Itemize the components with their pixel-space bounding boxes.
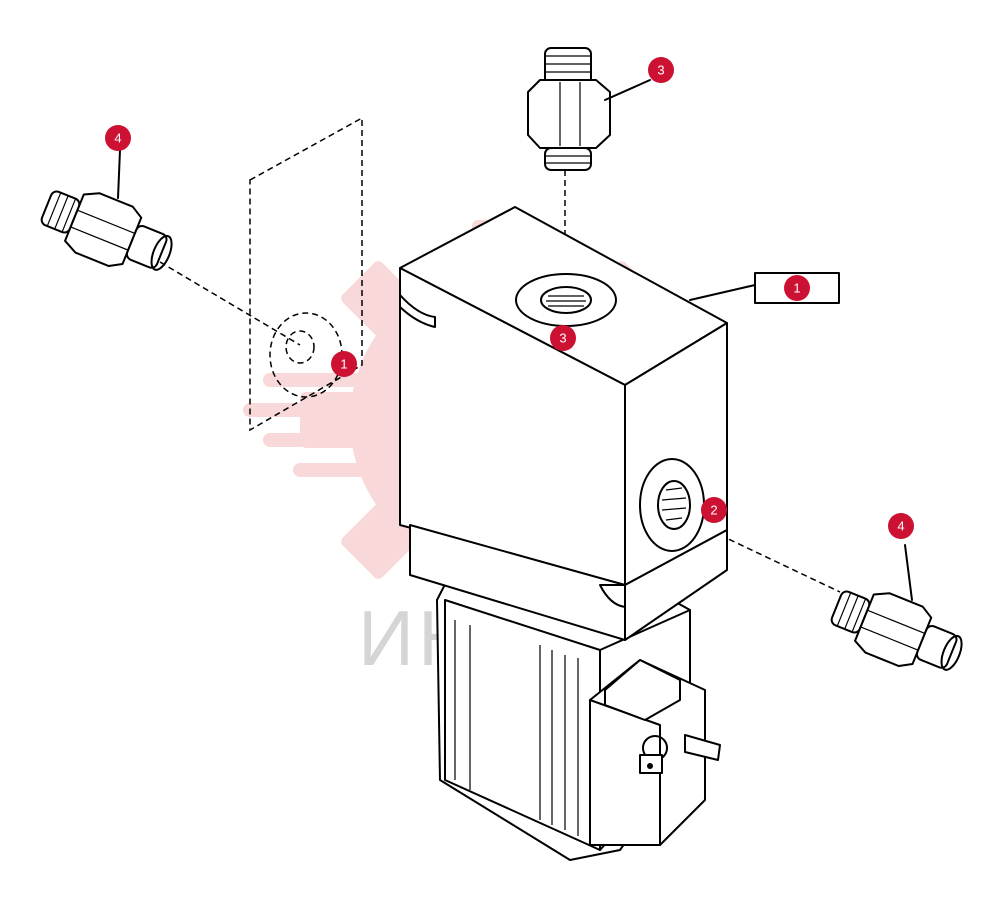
fitting-left [40, 149, 173, 271]
leader-callout-3-top-fitting [604, 79, 651, 101]
leader-callout-1-box [689, 284, 756, 301]
callout-4-right-fitting: 4 [888, 513, 914, 539]
callout-1-box: 1 [784, 275, 810, 301]
svg-text:3: 3 [657, 63, 664, 78]
callout-3-top-fitting: 3 [648, 57, 674, 83]
fitting-right [830, 544, 963, 671]
coil-connector [589, 659, 721, 846]
assembly-line-right [719, 534, 841, 593]
leader-callout-4-left-fitting [117, 149, 121, 199]
leader-callout-4-right-fitting [904, 544, 913, 601]
svg-text:4: 4 [897, 519, 904, 534]
solenoid-valve-body [399, 206, 756, 641]
svg-text:3: 3 [559, 331, 566, 346]
svg-text:2: 2 [710, 503, 717, 518]
svg-text:1: 1 [793, 281, 800, 296]
callout-4-left-fitting: 4 [105, 125, 131, 151]
callout-2-side-port: 2 [701, 497, 727, 523]
fitting-top [527, 47, 651, 171]
svg-text:4: 4 [114, 131, 121, 146]
callout-3-top-port: 3 [550, 325, 576, 351]
assembly-line-left [159, 261, 301, 346]
svg-text:1: 1 [340, 357, 347, 372]
callout-1-gasket: 1 [331, 351, 357, 377]
